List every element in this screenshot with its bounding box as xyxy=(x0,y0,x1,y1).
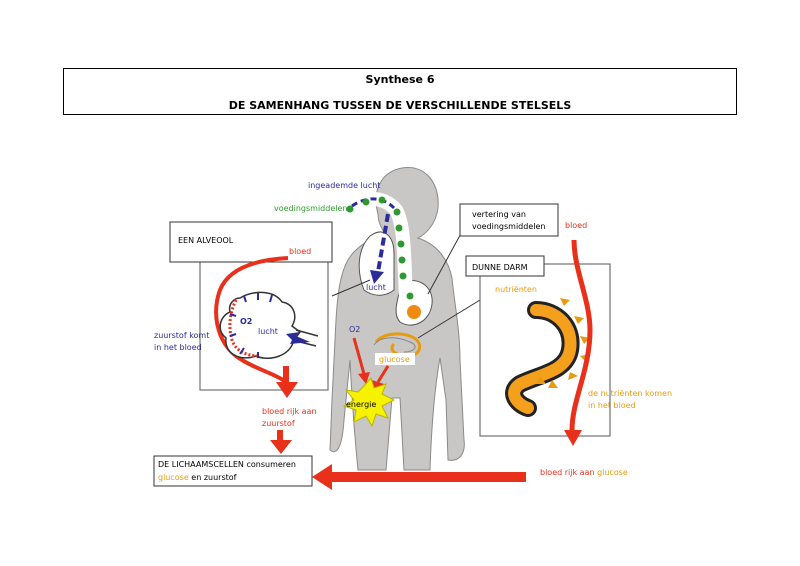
body-air-label: lucht xyxy=(366,283,386,292)
alveolus-air-label: lucht xyxy=(258,327,278,336)
intestine-coil xyxy=(374,332,422,358)
nutrients-label: nutriënten xyxy=(495,285,537,294)
small-intestine-panel xyxy=(479,263,611,437)
alveolus-blood-label: bloed xyxy=(289,247,311,256)
glucose-rich-blood-word: glucose xyxy=(597,468,628,477)
body-o2-arrow xyxy=(352,337,366,375)
page-title: Synthese 6 xyxy=(365,73,435,86)
digestion-label-2: voedingsmiddelen xyxy=(472,222,545,231)
cells-oxygen-text: en zuurstof xyxy=(189,473,237,482)
air-flow-path xyxy=(351,197,398,212)
nutrients-in-blood-label-1: de nutriënten komen xyxy=(588,389,672,398)
lung-outline xyxy=(358,231,395,296)
glucose-to-cells-arrow-body xyxy=(330,472,526,482)
body-glucose-box xyxy=(375,353,415,365)
pointer-digestion xyxy=(427,227,465,295)
digestion-box xyxy=(459,203,559,237)
cells-box xyxy=(153,455,313,487)
nutrients-in-blood-label-2: in het bloed xyxy=(588,401,636,410)
nutrient-arrows xyxy=(536,298,590,388)
food-label: voedingsmiddelen xyxy=(274,204,347,213)
pointer-lung xyxy=(331,279,371,297)
alveolus-title-box xyxy=(169,221,333,263)
orange-food-blob xyxy=(407,305,421,319)
cells-label-1: DE LICHAAMSCELLEN consumeren xyxy=(158,460,296,469)
cells-glucose-word: glucose xyxy=(158,473,189,482)
body-o2-arrowhead xyxy=(358,372,370,384)
glucose-rich-blood-label: bloed rijk aan glucose xyxy=(540,468,628,477)
alveolus-capillary xyxy=(228,299,261,358)
air-down-arrow xyxy=(376,213,390,273)
page-subtitle: DE SAMENHANG TUSSEN DE VERSCHILLENDE STE… xyxy=(228,99,572,112)
alveolus-air-arrow xyxy=(286,332,310,344)
alveolus-o2-label: O2 xyxy=(240,317,252,326)
oxygen-rich-blood-label-1: bloed rijk aan xyxy=(262,407,317,416)
alveolus-out-arrowhead xyxy=(276,382,298,398)
intestine-tube xyxy=(508,304,577,414)
energy-star xyxy=(342,376,396,428)
blood-label-right: bloed xyxy=(565,221,587,230)
body-glucose-arrow xyxy=(376,365,390,383)
cells-label-2: glucose en zuurstof xyxy=(158,473,237,482)
energy-label: energie xyxy=(346,400,376,409)
small-intestine-title: DUNNE DARM xyxy=(472,263,528,272)
alveolus-blood-vessel xyxy=(214,256,289,384)
body-glucose-label: glucose xyxy=(379,355,410,364)
blood-vessel-right-arrowhead xyxy=(564,430,582,446)
alveolus-bronchiole-upper xyxy=(295,329,319,337)
oxygen-in-blood-label-2: in het bloed xyxy=(154,343,202,352)
glucose-to-cells-arrowhead xyxy=(312,464,332,490)
blood-vessel-right xyxy=(569,239,593,431)
oxygen-rich-blood-arrowhead xyxy=(270,440,292,454)
food-dots xyxy=(346,196,414,300)
body-o2-label: O2 xyxy=(349,325,360,334)
oxygen-in-blood-label-1: zuurstof komt xyxy=(154,331,209,340)
alveolus-sac xyxy=(219,291,302,360)
air-down-arrowhead xyxy=(370,270,384,284)
alveolus-o2-arrows xyxy=(229,293,273,358)
pointer-intestine xyxy=(417,299,481,339)
glucose-rich-blood-prefix: bloed rijk aan xyxy=(540,468,597,477)
small-intestine-title-box xyxy=(465,255,545,277)
digestion-label-1: vertering van xyxy=(472,210,526,219)
inhaled-air-label: ingeademde lucht xyxy=(308,181,380,190)
intestine-outline xyxy=(373,337,416,353)
header-box: Synthese 6 DE SAMENHANG TUSSEN DE VERSCH… xyxy=(63,68,737,115)
oxygen-rich-blood-label-2: zuurstof xyxy=(262,419,295,428)
alveolus-title: EEN ALVEOOL xyxy=(178,236,234,245)
